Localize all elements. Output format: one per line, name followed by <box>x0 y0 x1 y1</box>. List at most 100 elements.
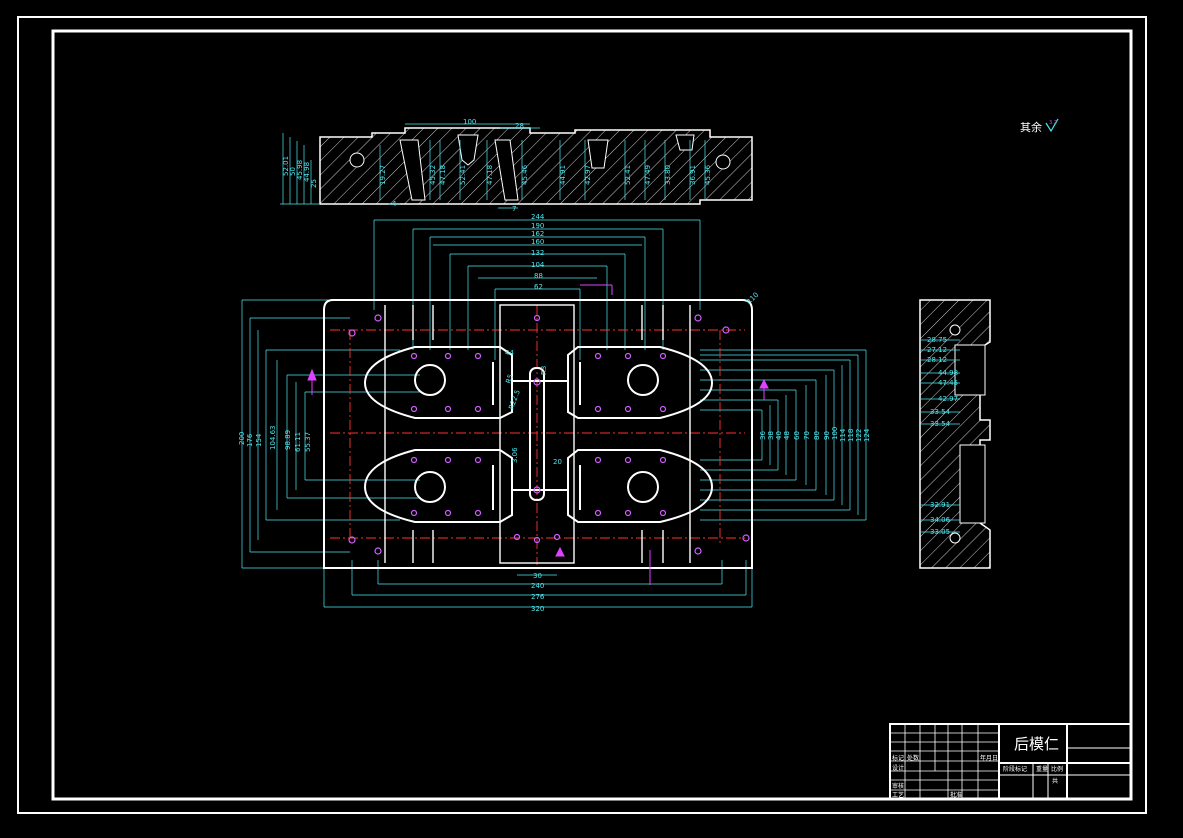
dimension-label: 55.37 <box>304 432 312 452</box>
title-block-label: 标记 <box>892 754 904 762</box>
dimension-label: 32.91 <box>930 501 950 509</box>
title-block-label: 年月日 <box>980 754 998 762</box>
dimension-label: 38 <box>767 431 775 440</box>
dimension-label: 52.41 <box>624 165 632 185</box>
roughness-note: 其余 3.2 <box>1020 118 1059 134</box>
side-section-view: 28.75 27.12 28.12 44.98 47.45 42.97 33.5… <box>919 299 991 569</box>
dimension-label: 98.89 <box>284 430 292 450</box>
sheet-frame <box>51 29 1133 801</box>
center-lines <box>330 305 745 565</box>
dimension-label: 132 <box>531 249 544 257</box>
title-block-labels: 阶段标记 重量 比例 审核 工艺 标记 处数 年月日 设计 批准 共 <box>892 754 1063 799</box>
title-block-label: 工艺 <box>892 791 904 799</box>
dimension-label: 33.05 <box>930 528 950 536</box>
dimension-label: 44.91 <box>559 165 567 185</box>
title-block <box>889 723 1132 800</box>
dimension-label: R10 <box>745 291 760 306</box>
title-block-label: 设计 <box>892 764 904 772</box>
roughness-symbol-icon <box>1045 118 1059 133</box>
dimension-label: 7 <box>512 205 516 213</box>
cavities <box>363 346 714 523</box>
dimension-label: 114 <box>839 428 847 442</box>
dimension-label: 61.11 <box>294 432 302 452</box>
dimension-label: 124 <box>863 428 871 442</box>
dimension-label: 62 <box>534 283 543 291</box>
plan-view: 244 190 162 160 132 104 88 62 <box>238 213 871 613</box>
dimension-label: 48 <box>783 431 791 440</box>
dimension-label: 28.75 <box>927 336 947 344</box>
dimension-label: 47.18 <box>486 165 494 185</box>
dimension-label: 28 <box>515 122 524 130</box>
dimension-label: 34.06 <box>930 516 951 524</box>
dimension-label: 47.45 <box>938 379 958 387</box>
dimension-label: 160 <box>531 238 544 246</box>
dimension-label: 25 <box>310 179 318 188</box>
dimension-label: 47.49 <box>644 165 652 185</box>
dimension-label: 70 <box>803 431 811 440</box>
title-block-label: 其余 <box>1020 120 1042 134</box>
dimension-label: 118 <box>847 429 855 442</box>
dimension-label: 50 <box>289 167 297 176</box>
svg-text:3.2: 3.2 <box>1049 120 1057 126</box>
title-block-label: 共 <box>1052 777 1058 785</box>
dimension-label: 104 <box>531 261 545 269</box>
dimension-label: 27.12 <box>927 346 947 354</box>
dimension-label: 33.54 <box>930 408 951 416</box>
dimension-label: 88 <box>534 272 543 280</box>
sheet-outer-border <box>17 16 1147 814</box>
dimension-label: 176 <box>246 433 254 447</box>
dimension-label: 104.63 <box>269 426 277 451</box>
dimension-label: 45.46 <box>521 164 529 185</box>
dimension-label: 320 <box>531 605 544 613</box>
dimension-label: 19.27 <box>379 165 387 185</box>
dimension-label: 45.32 <box>429 165 437 185</box>
dimension-label: R3 <box>540 366 548 375</box>
dimension-label: 200 <box>238 432 246 445</box>
dimension-label: 190 <box>531 222 544 230</box>
dimension-label: R22.5 <box>507 389 522 411</box>
title-block-label: 批准 <box>950 791 962 799</box>
plan-bottom-dimension-lines <box>323 560 753 608</box>
dimension-label: 80 <box>813 431 821 440</box>
dimension-label: 52.41 <box>459 165 467 185</box>
title-block-label: 处数 <box>907 754 919 762</box>
title-block-label: 重量 <box>1036 765 1048 773</box>
dimension-label: 45.36 <box>704 164 712 185</box>
title-block-label: 审核 <box>892 782 904 790</box>
dimension-label: 20 <box>553 458 562 466</box>
dimension-label: 36.91 <box>689 165 697 185</box>
dimension-label: 33.54 <box>930 420 951 428</box>
dimension-label: 47.18 <box>439 165 447 185</box>
dimension-label: R5 <box>504 373 515 385</box>
dimension-label: 162 <box>531 230 544 238</box>
dimension-label: 40 <box>775 431 783 440</box>
dimension-label: 36 <box>759 431 767 440</box>
dimension-label: 28.12 <box>927 356 947 364</box>
dimension-label: 42.97 <box>584 165 592 185</box>
dimension-label: 244 <box>531 213 545 221</box>
dimension-label: 122 <box>855 429 863 442</box>
dimension-label: 90 <box>823 431 831 440</box>
dimension-label: 30 <box>533 572 542 580</box>
dimension-label: 100 <box>463 118 476 126</box>
dimension-label: 52.01 <box>282 156 290 176</box>
title-block-label: 比例 <box>1051 765 1063 773</box>
top-section-view: 100 28 7 4 52.01 50 45.98 44.98 25 19.27… <box>280 118 753 213</box>
dimension-label: 44.98 <box>303 162 311 182</box>
dimension-label: 240 <box>531 582 544 590</box>
dimension-label: 3.06 <box>511 447 519 463</box>
mold-plate-outline <box>323 299 753 569</box>
dimension-label: 154 <box>255 433 263 447</box>
title-block-label: 阶段标记 <box>1003 765 1027 773</box>
part-name: 后模仁 <box>1014 735 1059 753</box>
dimension-label: 276 <box>531 593 545 601</box>
dimension-label: 42.97 <box>938 395 958 403</box>
dimension-label: 44 <box>505 349 514 357</box>
dimension-label: 33.80 <box>664 165 672 185</box>
dimension-label: 60 <box>793 431 801 440</box>
dimension-label: 45.98 <box>296 160 304 180</box>
dimension-label: 4 <box>392 200 397 208</box>
dimension-label: 100 <box>831 427 839 440</box>
dimension-label: 44.98 <box>938 369 958 377</box>
